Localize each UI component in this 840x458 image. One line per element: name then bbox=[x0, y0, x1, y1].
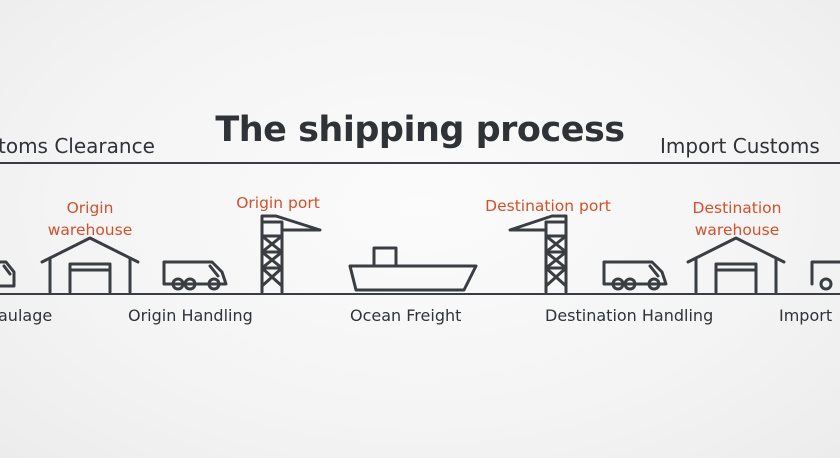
label-origin-warehouse: Origin warehouse bbox=[30, 197, 150, 241]
top-label-left: toms Clearance bbox=[0, 134, 155, 158]
truck-icon-destination-handling bbox=[602, 260, 668, 291]
label-import: Import bbox=[779, 306, 833, 325]
label-origin-warehouse-line2: warehouse bbox=[47, 221, 133, 239]
ground-line bbox=[0, 293, 840, 295]
top-label-right: Import Customs bbox=[660, 134, 820, 158]
crane-icon-destination-port bbox=[508, 214, 568, 294]
label-ocean-freight: Ocean Freight bbox=[350, 306, 462, 325]
label-haulage: aulage bbox=[0, 306, 53, 325]
ship-icon-ocean-freight bbox=[348, 246, 478, 292]
label-origin-handling: Origin Handling bbox=[128, 306, 253, 325]
label-destination-warehouse-line2: warehouse bbox=[694, 221, 780, 239]
label-destination-handling: Destination Handling bbox=[545, 306, 714, 325]
truck-icon-haulage bbox=[0, 260, 16, 288]
warehouse-icon-origin bbox=[40, 236, 140, 294]
label-origin-port: Origin port bbox=[236, 194, 320, 212]
crane-icon-origin-port bbox=[260, 214, 322, 294]
diagram-title: The shipping process bbox=[215, 110, 625, 150]
label-origin-warehouse-line1: Origin bbox=[66, 199, 114, 217]
label-destination-warehouse-line1: Destination bbox=[692, 199, 782, 217]
label-destination-port: Destination port bbox=[485, 197, 611, 215]
warehouse-icon-destination bbox=[686, 236, 786, 294]
top-divider bbox=[0, 162, 840, 164]
label-destination-warehouse: Destination warehouse bbox=[672, 197, 802, 241]
truck-icon-origin-handling bbox=[162, 260, 228, 291]
truck-icon-import bbox=[810, 260, 840, 291]
